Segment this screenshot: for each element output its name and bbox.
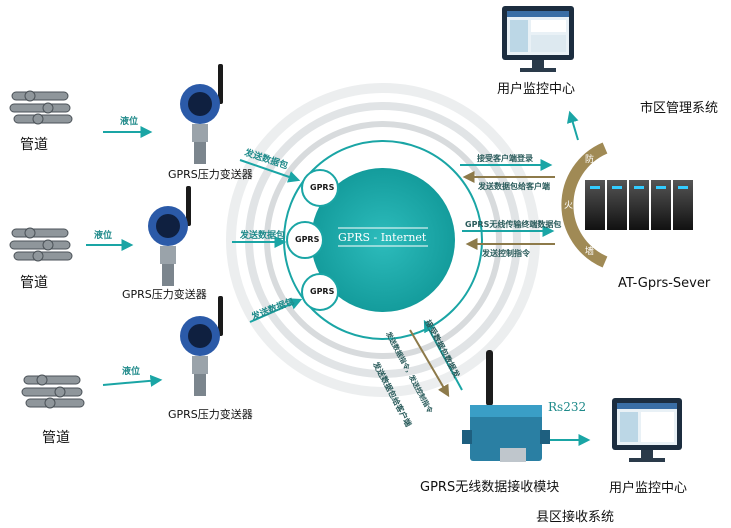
monitor-bottom-label: 用户监控中心: [609, 481, 688, 496]
network-label: GPRS - Internet: [338, 231, 427, 244]
pressure-transmitter-icon: [172, 64, 234, 174]
pipe-icon: [20, 370, 92, 410]
arrow-label-control: 发送控制指令: [482, 249, 530, 258]
gprs-module-icon: [462, 350, 550, 462]
monitor-top-label: 用户监控中心: [497, 82, 576, 97]
pipe-icon: [8, 223, 80, 263]
arrow-label-send-to-client: 发送数据包给客户端: [478, 182, 550, 191]
liquid-arrows: [86, 126, 163, 387]
module-label: GPRS无线数据接收模块: [420, 480, 560, 495]
monitor-bottom-icon: [612, 398, 682, 462]
send-packet-arrows: [232, 159, 303, 323]
server-arrows: [460, 159, 555, 250]
transmitter-label-2: GPRS压力变送器: [122, 288, 207, 301]
firewall-char-3: 墙: [585, 247, 595, 257]
gprs-internet-disc: [311, 168, 455, 312]
rs232-label: Rs232: [548, 400, 587, 414]
liquid-label-1: 液位: [120, 117, 139, 127]
transmitter-label-1: GPRS压力变送器: [168, 168, 253, 181]
gprs-node-label-2: GPRS: [295, 235, 320, 244]
pressure-transmitter-icon: [140, 186, 202, 296]
firewall-arc: [561, 142, 608, 268]
liquid-label-3: 液位: [122, 367, 141, 377]
arrow-label-terminal-data: GPRS无线传输终端数据包: [465, 220, 562, 229]
pipe-label-3: 管道: [42, 430, 70, 446]
gprs-node-label-3: GPRS: [310, 287, 335, 296]
module-arrows: [409, 319, 463, 398]
pipe-label-1: 管道: [20, 137, 48, 153]
server-rack-icon: [585, 180, 693, 230]
pressure-transmitter-icon: [172, 296, 234, 406]
transmitter-label-3: GPRS压力变送器: [168, 408, 253, 421]
city-system-label: 市区管理系统: [640, 101, 719, 116]
server-label: AT-Gprs-Sever: [618, 276, 711, 291]
pipe-label-2: 管道: [20, 275, 48, 291]
liquid-label-2: 液位: [94, 231, 113, 241]
monitor-top-icon: [502, 6, 574, 72]
county-system-label: 县区接收系统: [536, 510, 615, 525]
network-rings: [226, 83, 540, 397]
gprs-nodes: [286, 169, 339, 311]
firewall-char-1: 防: [585, 155, 595, 165]
gprs-node-label-1: GPRS: [310, 183, 335, 192]
arrow-label-login: 接受客户端登录: [477, 154, 533, 163]
pipe-icon: [8, 86, 80, 126]
firewall-char-2: 火: [564, 201, 574, 211]
send-packet-label-2: 发送数据包: [240, 231, 286, 241]
